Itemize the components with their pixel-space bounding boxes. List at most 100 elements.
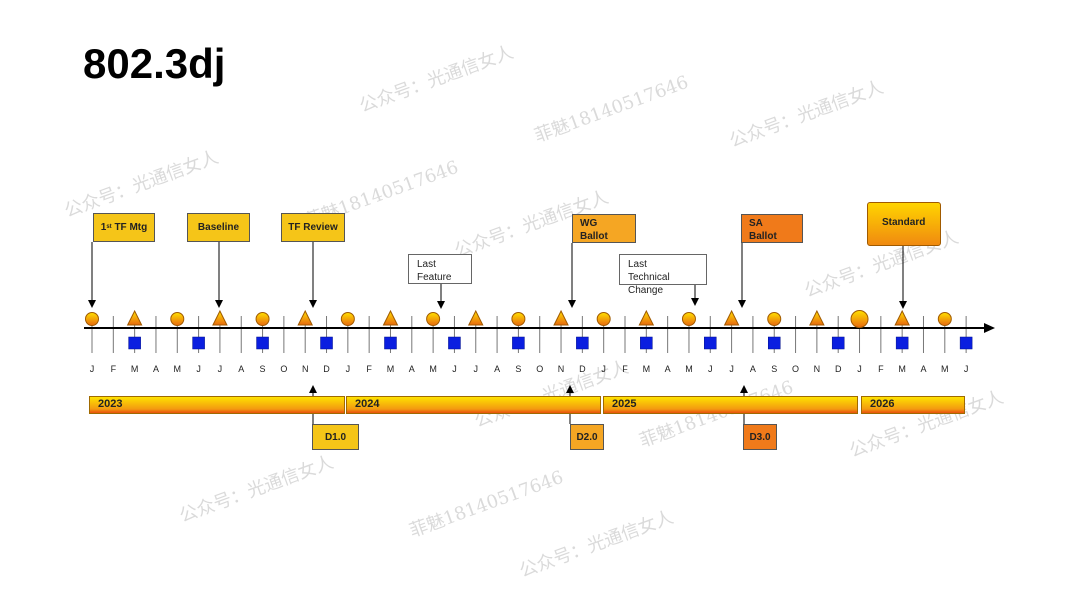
square-marker xyxy=(767,336,781,350)
square-marker xyxy=(895,336,909,350)
milestone-wg-ballot: WG Ballot xyxy=(572,214,636,243)
circle-marker xyxy=(681,312,696,326)
month-label: F xyxy=(110,364,117,374)
square-marker xyxy=(640,336,653,350)
month-label: J xyxy=(452,364,457,374)
month-label: F xyxy=(366,364,372,374)
label-line: Ballot xyxy=(749,231,777,242)
circle-marker xyxy=(767,312,782,326)
month-label: A xyxy=(238,364,245,374)
label-text: TF Mtg xyxy=(111,222,148,233)
axis-arrowhead xyxy=(984,323,995,333)
month-label: O xyxy=(792,364,800,374)
month-label: D xyxy=(323,364,330,374)
triangle-marker xyxy=(297,309,314,326)
year-bar-2025: 2025 xyxy=(603,396,858,414)
month-label: J xyxy=(345,364,351,374)
month-label: J xyxy=(857,364,862,374)
circle-marker xyxy=(937,312,952,326)
circle-marker xyxy=(511,312,526,326)
month-label: N xyxy=(557,364,565,374)
triangle-marker xyxy=(467,309,484,326)
draft-d1: D1.0 xyxy=(312,424,359,450)
circle-marker xyxy=(255,312,270,326)
square-marker xyxy=(128,336,141,350)
triangle-marker xyxy=(553,309,569,326)
month-label: A xyxy=(664,364,671,374)
month-label: J xyxy=(217,364,223,374)
circle-marker xyxy=(596,312,611,326)
square-marker xyxy=(959,336,973,350)
triangle-marker xyxy=(382,309,399,326)
month-label: M xyxy=(898,364,906,374)
draft-d2: D2.0 xyxy=(570,424,604,450)
triangle-marker xyxy=(126,309,143,326)
month-label: M xyxy=(130,364,139,374)
month-label: J xyxy=(473,364,479,374)
month-label: M xyxy=(429,364,437,374)
month-label: M xyxy=(941,364,949,374)
month-label: M xyxy=(642,364,651,374)
month-label: S xyxy=(771,364,778,374)
month-label: S xyxy=(259,364,266,374)
milestone-baseline: Baseline xyxy=(187,213,250,242)
square-marker xyxy=(448,336,461,350)
triangle-marker xyxy=(723,309,740,326)
month-label: O xyxy=(536,364,544,374)
milestone-tf-review: TF Review xyxy=(281,213,345,242)
month-label: F xyxy=(622,364,628,374)
label-line: SA xyxy=(749,218,763,229)
circle-marker xyxy=(85,312,99,326)
month-label: A xyxy=(408,364,415,374)
triangle-marker xyxy=(212,309,228,326)
month-label: M xyxy=(173,364,182,374)
square-marker xyxy=(704,336,717,350)
label-line: Technical Change xyxy=(628,272,670,296)
month-label: J xyxy=(601,364,606,374)
month-label: M xyxy=(685,364,693,374)
month-label: J xyxy=(963,364,969,374)
month-label: S xyxy=(515,364,522,374)
month-label: J xyxy=(196,364,201,374)
month-label: M xyxy=(386,364,395,374)
year-bar-2024: 2024 xyxy=(346,396,601,414)
month-label: N xyxy=(813,364,821,374)
triangle-marker xyxy=(894,309,910,326)
label-line: WG xyxy=(580,218,598,229)
month-label: O xyxy=(280,364,288,374)
circle-marker xyxy=(170,312,185,326)
milestone-sa-ballot: SA Ballot xyxy=(741,214,803,243)
triangle-marker xyxy=(809,309,825,326)
year-bar-2026: 2026 xyxy=(861,396,965,414)
month-label: D xyxy=(579,364,586,374)
square-marker xyxy=(512,336,525,350)
square-marker xyxy=(576,336,589,350)
label-sup: st xyxy=(106,224,112,230)
label-line: Last xyxy=(417,259,436,270)
month-label: A xyxy=(920,364,927,374)
page-title: 802.3dj xyxy=(83,40,226,87)
draft-d3: D3.0 xyxy=(743,424,777,450)
month-label: N xyxy=(301,364,309,374)
square-marker xyxy=(831,336,845,350)
month-label: F xyxy=(878,364,884,374)
circle-marker xyxy=(340,312,355,326)
square-marker xyxy=(256,336,269,350)
milestone-last-feature: Last Feature xyxy=(408,254,472,284)
month-label: J xyxy=(89,364,95,374)
label-line: Feature xyxy=(417,272,452,283)
circle-marker xyxy=(426,312,441,326)
milestone-standard-scroll: Standard xyxy=(867,202,941,246)
month-label: D xyxy=(834,364,842,374)
triangle-marker xyxy=(638,309,655,326)
square-marker xyxy=(192,336,205,350)
label-text: 1 xyxy=(100,222,107,233)
month-label: J xyxy=(729,364,734,374)
month-label: A xyxy=(152,364,159,374)
month-label: A xyxy=(749,364,756,374)
month-label: J xyxy=(708,364,713,374)
month-label: A xyxy=(494,364,501,374)
year-bar-2023: 2023 xyxy=(89,396,345,414)
milestone-last-technical-change: Last Technical Change xyxy=(619,254,707,296)
